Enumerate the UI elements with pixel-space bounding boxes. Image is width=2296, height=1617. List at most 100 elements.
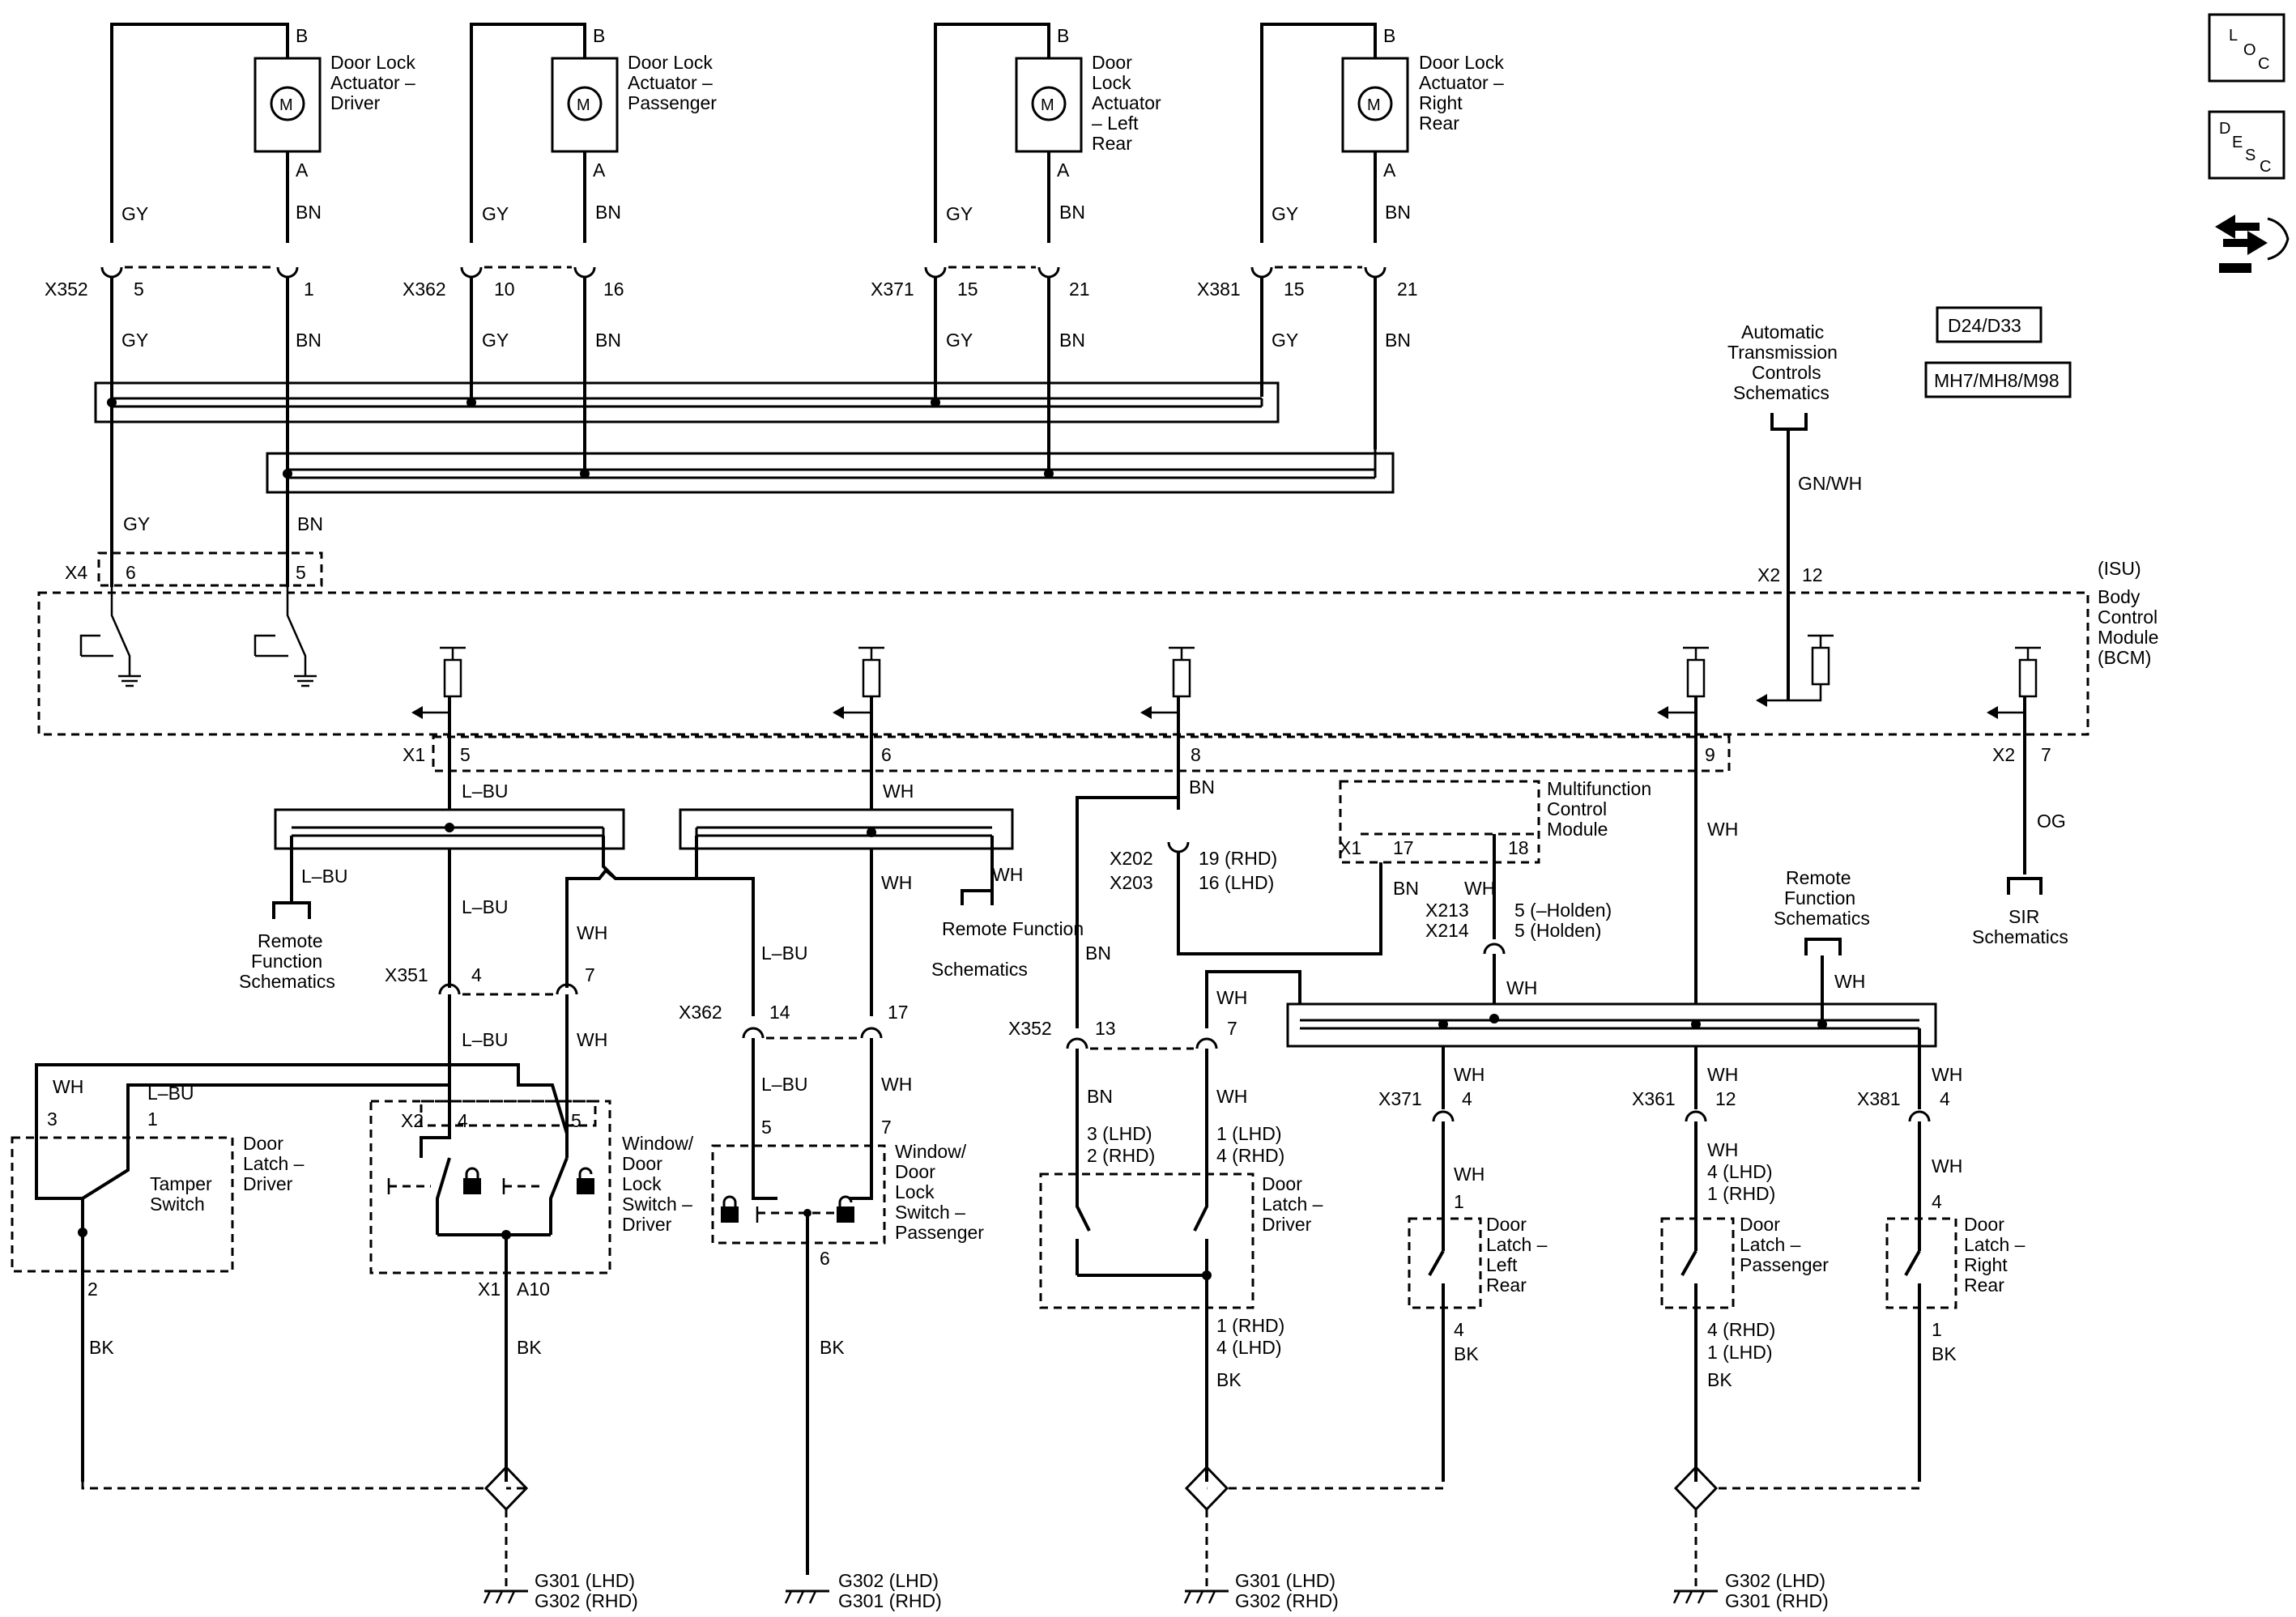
svg-text:(ISU): (ISU) xyxy=(2098,558,2141,579)
svg-text:Door: Door xyxy=(1740,1214,1780,1235)
svg-text:Schematics: Schematics xyxy=(1972,926,2068,947)
svg-text:WH: WH xyxy=(881,872,912,893)
svg-text:4: 4 xyxy=(471,964,482,985)
svg-text:OG: OG xyxy=(2037,811,2066,832)
svg-text:GY: GY xyxy=(482,330,509,351)
svg-text:10: 10 xyxy=(494,279,515,300)
ground-paths xyxy=(81,1465,1919,1591)
svg-text:Multifunction: Multifunction xyxy=(1547,778,1651,799)
nav-arrows-icon[interactable] xyxy=(2215,215,2290,273)
svg-text:GY: GY xyxy=(121,203,148,224)
svg-text:Switch: Switch xyxy=(150,1194,205,1215)
gy-splice-bus xyxy=(94,381,1280,423)
svg-text:X371: X371 xyxy=(1378,1088,1422,1109)
svg-text:3 (LHD): 3 (LHD) xyxy=(1087,1123,1152,1144)
svg-text:D: D xyxy=(2219,120,2230,138)
svg-text:L–BU: L–BU xyxy=(761,943,808,964)
window-switch-driver: X2 4 5 Window/ Door Lock Switch – Driver… xyxy=(369,1063,694,1482)
svg-text:Passenger: Passenger xyxy=(895,1222,984,1243)
svg-text:1: 1 xyxy=(1454,1191,1464,1212)
loc-icon[interactable]: L O C xyxy=(2208,13,2285,83)
svg-text:6: 6 xyxy=(126,562,136,583)
svg-text:B: B xyxy=(1383,25,1395,46)
svg-text:G301 (RHD): G301 (RHD) xyxy=(1725,1590,1829,1611)
svg-text:E: E xyxy=(2232,134,2243,151)
latch-passenger: X361 12 WH 4 (LHD) 1 (RHD) Door Latch – … xyxy=(1632,1088,1829,1482)
svg-text:Remote: Remote xyxy=(258,930,323,951)
svg-text:WH: WH xyxy=(992,864,1023,885)
svg-text:Driver: Driver xyxy=(330,92,381,113)
ground-g302-2: G302 (LHD) G301 (RHD) xyxy=(1672,1570,1829,1611)
svg-text:Tamper: Tamper xyxy=(150,1173,212,1194)
svg-text:16: 16 xyxy=(603,279,624,300)
svg-text:O: O xyxy=(2243,41,2256,59)
svg-text:Latch –: Latch – xyxy=(1740,1234,1801,1255)
svg-text:L–BU: L–BU xyxy=(761,1074,808,1095)
svg-text:4: 4 xyxy=(458,1110,468,1131)
svg-text:Latch –: Latch – xyxy=(1964,1234,2026,1255)
lbu-branch: L–BU L–BU Remote Function Schematics L–B… xyxy=(239,781,808,1016)
svg-text:WH: WH xyxy=(1464,878,1495,899)
svg-text:G302 (LHD): G302 (LHD) xyxy=(1725,1570,1825,1591)
svg-text:B: B xyxy=(1057,25,1069,46)
svg-text:WH: WH xyxy=(1216,987,1247,1008)
bcm-output-5 xyxy=(411,646,466,810)
svg-text:Door: Door xyxy=(1486,1214,1527,1235)
svg-text:Rear: Rear xyxy=(1419,113,1459,134)
svg-text:L–BU: L–BU xyxy=(462,896,509,917)
svg-text:GY: GY xyxy=(946,203,973,224)
svg-text:X352: X352 xyxy=(1008,1018,1052,1039)
svg-text:X381: X381 xyxy=(1857,1088,1901,1109)
svg-text:X213: X213 xyxy=(1425,900,1469,921)
svg-text:Door: Door xyxy=(622,1153,662,1174)
svg-text:19 (RHD): 19 (RHD) xyxy=(1199,848,1277,869)
svg-text:BN: BN xyxy=(1059,202,1085,223)
svg-text:Latch –: Latch – xyxy=(1262,1194,1323,1215)
svg-text:Module: Module xyxy=(2098,627,2158,648)
svg-text:7: 7 xyxy=(1227,1018,1237,1039)
svg-text:Door: Door xyxy=(1262,1173,1302,1194)
svg-text:WH: WH xyxy=(881,1074,912,1095)
svg-text:L: L xyxy=(2229,27,2238,45)
svg-text:WH: WH xyxy=(577,1029,607,1050)
sir-schematics-ref: OG SIR Schematics xyxy=(1972,811,2068,947)
svg-text:1 (RHD): 1 (RHD) xyxy=(1707,1183,1775,1204)
svg-text:BN: BN xyxy=(1393,878,1419,899)
svg-text:X362: X362 xyxy=(679,1002,722,1023)
door-latch-driver-tamper: WH L–BU 3 1 Door Latch – Driver Tamper S… xyxy=(11,1053,451,1482)
svg-text:GY: GY xyxy=(121,330,148,351)
svg-text:A: A xyxy=(1057,160,1070,181)
svg-text:Window/: Window/ xyxy=(895,1141,967,1162)
svg-text:BK: BK xyxy=(1932,1343,1957,1364)
svg-text:BN: BN xyxy=(595,202,621,223)
svg-text:WH: WH xyxy=(883,781,914,802)
svg-text:WH: WH xyxy=(1707,1139,1738,1160)
svg-text:B: B xyxy=(296,25,308,46)
svg-text:S: S xyxy=(2245,147,2256,164)
svg-text:X202: X202 xyxy=(1110,848,1153,869)
svg-text:Lock: Lock xyxy=(622,1173,662,1194)
svg-text:Driver: Driver xyxy=(1262,1214,1312,1235)
svg-text:BN: BN xyxy=(1085,943,1111,964)
svg-text:4 (LHD): 4 (LHD) xyxy=(1216,1337,1282,1358)
svg-text:Control: Control xyxy=(2098,606,2158,628)
svg-text:4 (RHD): 4 (RHD) xyxy=(1707,1319,1775,1340)
desc-icon[interactable]: D E S C xyxy=(2208,110,2285,180)
svg-text:Actuator –: Actuator – xyxy=(628,72,713,93)
svg-text:BN: BN xyxy=(1059,330,1085,351)
svg-text:15: 15 xyxy=(957,279,978,300)
svg-text:Function: Function xyxy=(251,951,322,972)
svg-text:C: C xyxy=(2258,55,2269,73)
svg-text:17: 17 xyxy=(888,1002,909,1023)
svg-text:G301 (RHD): G301 (RHD) xyxy=(838,1590,942,1611)
svg-text:4: 4 xyxy=(1454,1319,1464,1340)
wh-branch: WH WH WH WH Remote Function Schematics xyxy=(565,781,1084,1016)
side-icons[interactable]: L O C D E S C xyxy=(2208,13,2290,273)
svg-text:G301 (LHD): G301 (LHD) xyxy=(535,1570,635,1591)
svg-text:9: 9 xyxy=(1705,744,1715,765)
svg-text:GY: GY xyxy=(1272,203,1298,224)
svg-text:WH: WH xyxy=(1506,977,1537,998)
svg-text:BN: BN xyxy=(296,202,322,223)
svg-text:X203: X203 xyxy=(1110,872,1153,893)
